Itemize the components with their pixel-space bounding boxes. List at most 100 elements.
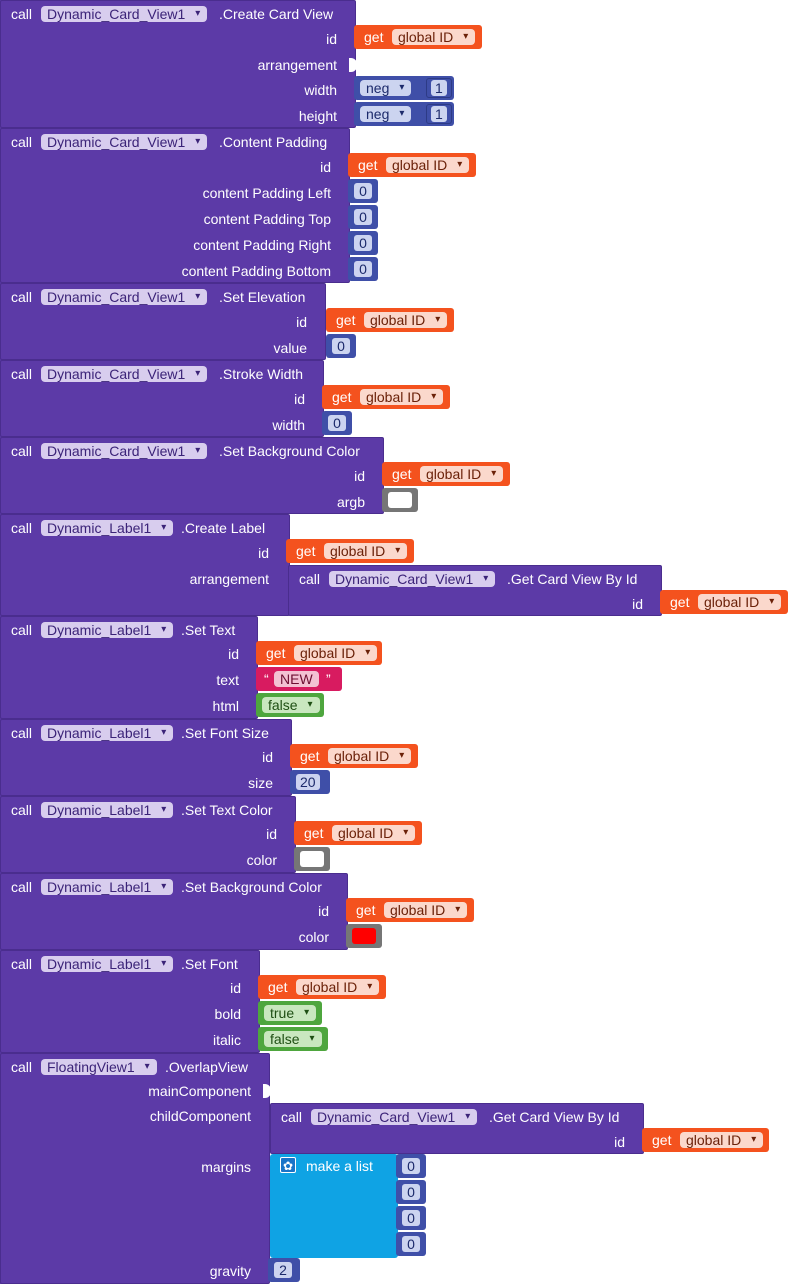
get-global-id-block[interactable]: get global ID <box>290 744 418 768</box>
variable-dropdown[interactable]: global ID <box>294 645 378 661</box>
number-block[interactable]: 0 <box>348 179 378 203</box>
number-value[interactable]: 1 <box>431 80 447 96</box>
get-card-view-by-id-block[interactable]: call Dynamic_Card_View1 .Get Card View B… <box>270 1103 644 1154</box>
variable-dropdown[interactable]: global ID <box>364 312 448 328</box>
number-block[interactable]: 0 <box>396 1180 426 1204</box>
number-value[interactable]: 0 <box>402 1184 420 1200</box>
number-block[interactable]: 2 <box>268 1258 300 1282</box>
color-block[interactable] <box>382 488 418 512</box>
number-value[interactable]: 0 <box>332 338 350 354</box>
get-global-id-block[interactable]: get global ID <box>322 385 450 409</box>
make-a-list-block[interactable]: ✿ make a list <box>270 1154 398 1258</box>
variable-dropdown[interactable]: global ID <box>360 389 444 405</box>
number-value[interactable]: 0 <box>402 1210 420 1226</box>
get-global-id-block[interactable]: get global ID <box>346 898 474 922</box>
component-dropdown[interactable]: Dynamic_Card_View1 <box>41 134 208 150</box>
number-value[interactable]: 0 <box>354 183 372 199</box>
set-text-block[interactable]: call Dynamic_Label1 .Set Text id text ht… <box>0 616 258 719</box>
component-dropdown[interactable]: Dynamic_Card_View1 <box>41 6 208 22</box>
variable-dropdown[interactable]: global ID <box>384 902 468 918</box>
component-dropdown[interactable]: Dynamic_Card_View1 <box>41 289 208 305</box>
boolean-dropdown[interactable]: true <box>264 1005 317 1021</box>
number-block[interactable]: 1 <box>426 78 452 98</box>
number-value[interactable]: 1 <box>431 106 447 122</box>
get-global-id-block[interactable]: get global ID <box>382 462 510 486</box>
neg-dropdown[interactable]: neg <box>360 106 412 122</box>
variable-dropdown[interactable]: global ID <box>680 1132 764 1148</box>
color-swatch-red[interactable] <box>352 928 376 944</box>
boolean-dropdown[interactable]: false <box>262 697 320 713</box>
text-value[interactable]: NEW <box>274 671 319 687</box>
boolean-block[interactable]: true <box>258 1001 322 1025</box>
number-block[interactable]: 0 <box>396 1154 426 1178</box>
set-elevation-block[interactable]: call Dynamic_Card_View1 .Set Elevation i… <box>0 283 326 360</box>
color-block[interactable] <box>294 847 330 871</box>
boolean-dropdown[interactable]: false <box>264 1031 322 1047</box>
number-block[interactable]: 1 <box>426 104 452 124</box>
get-global-id-block[interactable]: get global ID <box>642 1128 769 1152</box>
create-label-block[interactable]: call Dynamic_Label1 .Create Label id arr… <box>0 514 290 616</box>
number-block[interactable]: 0 <box>348 257 378 281</box>
component-dropdown[interactable]: Dynamic_Label1 <box>41 725 174 741</box>
label-set-background-color-block[interactable]: call Dynamic_Label1 .Set Background Colo… <box>0 873 348 950</box>
component-dropdown[interactable]: Dynamic_Label1 <box>41 622 174 638</box>
set-font-block[interactable]: call Dynamic_Label1 .Set Font id bold it… <box>0 950 260 1053</box>
create-card-view-block[interactable]: call Dynamic_Card_View1 .Create Card Vie… <box>0 0 357 128</box>
gear-icon[interactable]: ✿ <box>280 1157 296 1173</box>
number-value[interactable]: 0 <box>354 261 372 277</box>
component-dropdown[interactable]: Dynamic_Card_View1 <box>329 571 496 587</box>
get-global-id-block[interactable]: get global ID <box>348 153 476 177</box>
number-value[interactable]: 0 <box>328 415 346 431</box>
number-block[interactable]: 0 <box>322 411 352 435</box>
text-string-block[interactable]: “ NEW ” <box>256 667 342 691</box>
variable-dropdown[interactable]: global ID <box>324 543 408 559</box>
boolean-block[interactable]: false <box>258 1027 328 1051</box>
component-dropdown[interactable]: Dynamic_Card_View1 <box>311 1109 478 1125</box>
component-dropdown[interactable]: Dynamic_Label1 <box>41 520 174 536</box>
overlap-view-block[interactable]: call FloatingView1 .OverlapView mainComp… <box>0 1053 271 1284</box>
component-dropdown[interactable]: Dynamic_Label1 <box>41 956 174 972</box>
variable-dropdown[interactable]: global ID <box>386 157 470 173</box>
number-block[interactable]: 0 <box>348 231 378 255</box>
number-value[interactable]: 0 <box>402 1236 420 1252</box>
get-global-id-block[interactable]: get global ID <box>256 641 382 665</box>
neg-block[interactable]: neg 1 <box>354 102 454 126</box>
stroke-width-block[interactable]: call Dynamic_Card_View1 .Stroke Width id… <box>0 360 324 437</box>
component-dropdown[interactable]: Dynamic_Card_View1 <box>41 366 208 382</box>
variable-dropdown[interactable]: global ID <box>392 29 476 45</box>
content-padding-block[interactable]: call Dynamic_Card_View1 .Content Padding… <box>0 128 350 283</box>
get-global-id-block[interactable]: get global ID <box>258 975 386 999</box>
number-block[interactable]: 0 <box>348 205 378 229</box>
color-swatch-white[interactable] <box>300 851 324 867</box>
variable-dropdown[interactable]: global ID <box>698 594 782 610</box>
number-block[interactable]: 20 <box>290 770 330 794</box>
empty-socket[interactable] <box>349 58 357 72</box>
get-global-id-block[interactable]: get global ID <box>354 25 482 49</box>
component-dropdown[interactable]: Dynamic_Label1 <box>41 879 174 895</box>
get-global-id-block[interactable]: get global ID <box>286 539 414 563</box>
number-block[interactable]: 0 <box>396 1206 426 1230</box>
boolean-block[interactable]: false <box>256 693 324 717</box>
number-value[interactable]: 20 <box>296 774 320 790</box>
number-block[interactable]: 0 <box>396 1232 426 1256</box>
number-value[interactable]: 2 <box>274 1262 292 1278</box>
number-block[interactable]: 0 <box>326 334 356 358</box>
variable-dropdown[interactable]: global ID <box>296 979 380 995</box>
component-dropdown[interactable]: Dynamic_Card_View1 <box>41 443 208 459</box>
color-swatch-white[interactable] <box>388 492 412 508</box>
card-set-background-color-block[interactable]: call Dynamic_Card_View1 .Set Background … <box>0 437 384 514</box>
get-global-id-block[interactable]: get global ID <box>660 590 788 614</box>
set-text-color-block[interactable]: call Dynamic_Label1 .Set Text Color id c… <box>0 796 296 873</box>
color-block[interactable] <box>346 924 382 948</box>
get-global-id-block[interactable]: get global ID <box>326 308 454 332</box>
variable-dropdown[interactable]: global ID <box>420 466 504 482</box>
number-value[interactable]: 0 <box>354 209 372 225</box>
neg-block[interactable]: neg 1 <box>354 76 454 100</box>
variable-dropdown[interactable]: global ID <box>328 748 412 764</box>
number-value[interactable]: 0 <box>354 235 372 251</box>
set-font-size-block[interactable]: call Dynamic_Label1 .Set Font Size id si… <box>0 719 292 796</box>
empty-socket[interactable] <box>263 1084 271 1098</box>
component-dropdown[interactable]: Dynamic_Label1 <box>41 802 174 818</box>
component-dropdown[interactable]: FloatingView1 <box>41 1059 157 1075</box>
variable-dropdown[interactable]: global ID <box>332 825 416 841</box>
